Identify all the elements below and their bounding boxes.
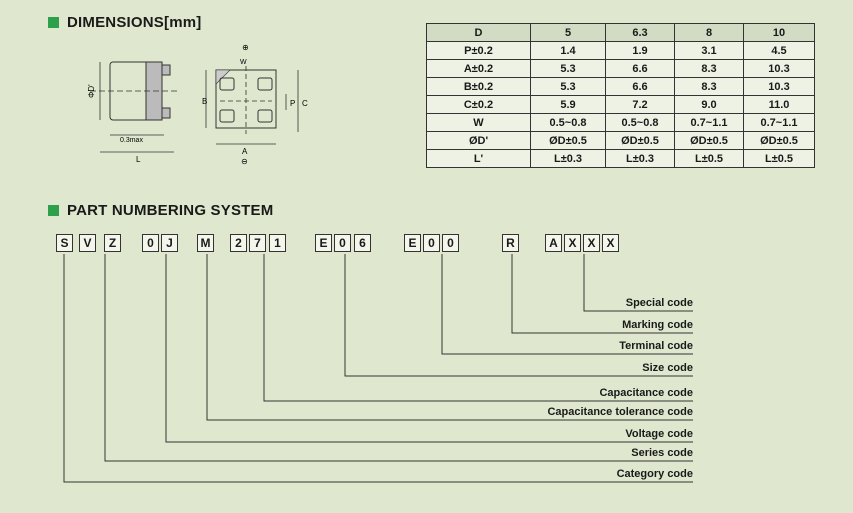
table-cell: L±0.3: [530, 149, 606, 168]
p-label: P: [290, 99, 295, 108]
leader-line: [63, 254, 693, 483]
code-label: Terminal code: [619, 340, 693, 352]
part-number-box: E: [404, 234, 421, 252]
code-label: Capacitance code: [599, 387, 693, 399]
part-number-box: X: [583, 234, 600, 252]
green-square-icon: [48, 205, 59, 216]
part-numbering-title-text: PART NUMBERING SYSTEM: [67, 202, 274, 219]
table-cell: 8.3: [674, 77, 744, 96]
part-number-box: 0: [423, 234, 440, 252]
c-label: C: [302, 99, 308, 108]
part-number-box: 0: [142, 234, 159, 252]
part-number-box: E: [315, 234, 332, 252]
leader-line: [263, 254, 693, 402]
table-cell: 0.7~1.1: [743, 113, 815, 132]
dimension-drawing: ΦD' 0.3max L W ⊕ B P C A ⊖: [87, 43, 308, 166]
leader-line: [104, 254, 693, 462]
code-label: Voltage code: [625, 428, 693, 440]
part-number-box: V: [79, 234, 96, 252]
table-cell: 10.3: [743, 77, 815, 96]
code-label: Size code: [642, 362, 693, 374]
part-number-box: 6: [354, 234, 371, 252]
table-cell: ØD±0.5: [605, 131, 675, 150]
table-cell: L±0.5: [674, 149, 744, 168]
table-cell: 0.5~0.8: [605, 113, 675, 132]
part-number-box: 7: [249, 234, 266, 252]
row-header-cell: W: [426, 113, 531, 132]
table-cell: 6.6: [605, 59, 675, 78]
dimensions-title-text: DIMENSIONS[mm]: [67, 14, 202, 31]
b-label: B: [202, 97, 207, 106]
table-cell: 0.7~1.1: [674, 113, 744, 132]
code-label: Capacitance tolerance code: [547, 406, 693, 418]
table-cell: L±0.3: [605, 149, 675, 168]
leader-line: [165, 254, 693, 443]
row-header-cell: P±0.2: [426, 41, 531, 60]
part-number-box: J: [161, 234, 178, 252]
row-header-cell: C±0.2: [426, 95, 531, 114]
table-cell: ØD±0.5: [530, 131, 606, 150]
leader-line: [511, 254, 693, 334]
table-cell: 0.5~0.8: [530, 113, 606, 132]
plus-symbol: ⊕: [242, 43, 249, 52]
part-numbering-title: PART NUMBERING SYSTEM: [48, 202, 273, 219]
row-header-cell: A±0.2: [426, 59, 531, 78]
l-label: L: [136, 155, 141, 164]
w-label: W: [240, 59, 247, 66]
header-cell: 10: [743, 23, 815, 42]
table-cell: 5.3: [530, 59, 606, 78]
dimensions-title: DIMENSIONS[mm]: [48, 14, 201, 31]
table-cell: L±0.5: [743, 149, 815, 168]
table-cell: 11.0: [743, 95, 815, 114]
a-label: A: [242, 147, 248, 156]
part-number-box: 0: [334, 234, 351, 252]
part-number-box: A: [545, 234, 562, 252]
row-header-cell: B±0.2: [426, 77, 531, 96]
leader-line: [441, 254, 693, 355]
terminal-bottom: [161, 107, 171, 119]
code-label: Series code: [631, 447, 693, 459]
table-cell: ØD±0.5: [743, 131, 815, 150]
row-header-cell: ØD': [426, 131, 531, 150]
part-number-box: R: [502, 234, 519, 252]
part-number-box: S: [56, 234, 73, 252]
part-number-box: X: [602, 234, 619, 252]
row-header-cell: L': [426, 149, 531, 168]
phi-d-label: ΦD': [87, 84, 96, 98]
terminal-top: [161, 64, 171, 76]
table-cell: 3.1: [674, 41, 744, 60]
part-number-box: 1: [269, 234, 286, 252]
code-label: Category code: [616, 468, 693, 480]
part-number-box: M: [197, 234, 214, 252]
table-cell: 7.2: [605, 95, 675, 114]
leader-line: [206, 254, 693, 421]
part-number-box: X: [564, 234, 581, 252]
part-number-box: 2: [230, 234, 247, 252]
green-square-icon: [48, 17, 59, 28]
header-cell: D: [426, 23, 531, 42]
table-cell: 8.3: [674, 59, 744, 78]
table-header-row: D 5 6.3 8 10: [426, 23, 815, 42]
part-number-box: Z: [104, 234, 121, 252]
leader-line: [583, 254, 693, 312]
part-number-box: 0: [442, 234, 459, 252]
minus-symbol: ⊖: [241, 157, 248, 166]
header-cell: 6.3: [605, 23, 675, 42]
header-cell: 5: [530, 23, 606, 42]
max-label: 0.3max: [120, 137, 143, 144]
table-cell: 9.0: [674, 95, 744, 114]
leader-line: [344, 254, 693, 377]
table-cell: ØD±0.5: [674, 131, 744, 150]
code-label: Marking code: [622, 319, 693, 331]
code-label: Special code: [625, 297, 693, 309]
